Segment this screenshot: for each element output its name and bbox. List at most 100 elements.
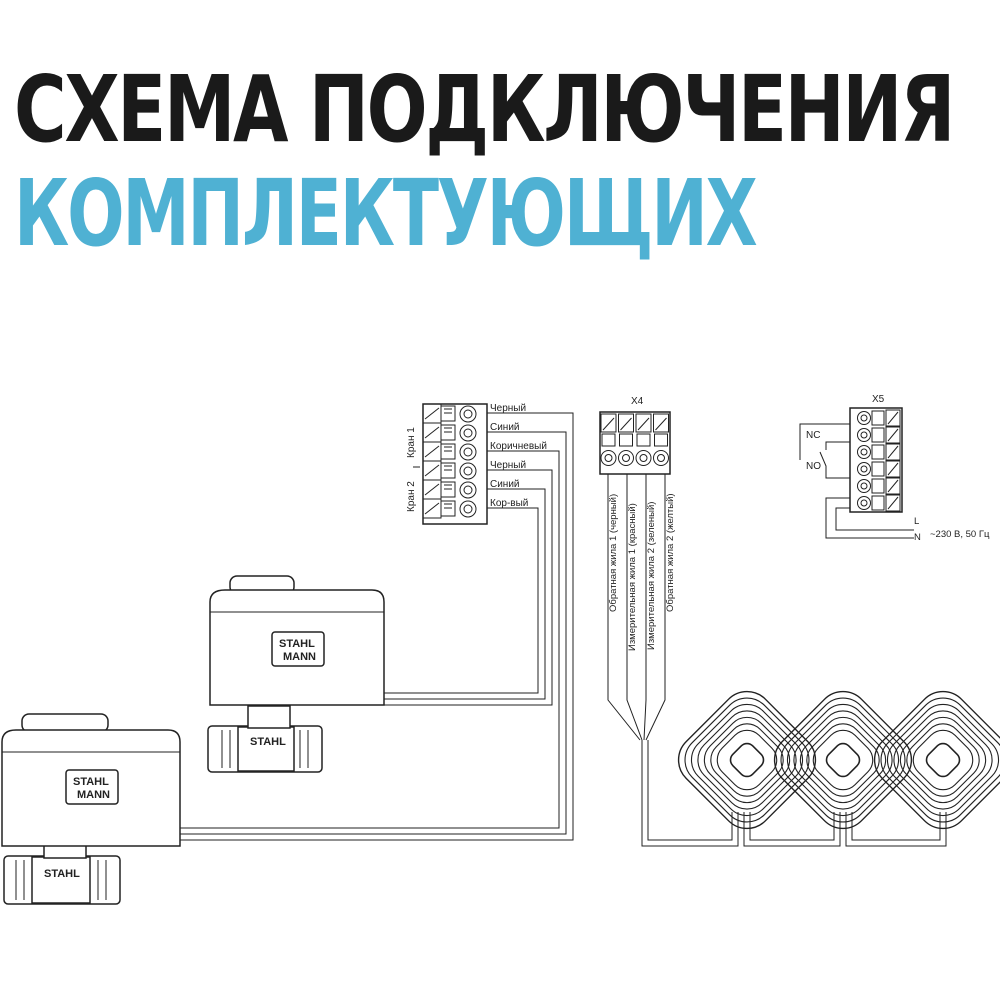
clamp <box>440 462 456 479</box>
sensor-ring <box>677 690 817 830</box>
no-label: NO <box>806 461 821 472</box>
wire-entry <box>857 479 871 493</box>
valve-1-group-label: Кран 1 <box>406 427 417 458</box>
sensor-ring <box>793 710 893 810</box>
valve-wire-labels: Черный Синий Коричневый Черный Синий Кор… <box>490 403 547 509</box>
terminal-block-icon <box>599 411 671 475</box>
brand-logo-icon <box>271 631 325 667</box>
wire-entry <box>635 450 652 466</box>
wire-entry-inner <box>463 428 473 438</box>
clamp <box>871 427 885 443</box>
sensor-ring <box>880 697 1000 823</box>
wire-entry <box>600 450 617 466</box>
ball-valve-2: STAHL STAHL MANN <box>207 575 385 773</box>
wire-entry-inner <box>622 454 630 462</box>
clamp <box>871 410 885 426</box>
wire-entry-inner <box>860 431 868 439</box>
wire-entry-inner <box>860 499 868 507</box>
water-leak-sensor-icon <box>677 690 817 830</box>
screw-slot <box>424 502 440 515</box>
sensor-ring <box>684 697 810 823</box>
x4-label: X4 <box>631 396 644 407</box>
terminal-cell <box>885 494 901 512</box>
nc-label: NC <box>806 430 820 441</box>
clamp <box>654 433 668 447</box>
valve-1-brand-line1: STAHL <box>73 776 109 788</box>
x4-wire-label-3: Измерительная жила 2 (зеленый) <box>646 502 657 650</box>
wire-entry-inner <box>463 447 473 457</box>
screw-slot <box>887 479 899 493</box>
screw-slot <box>424 407 440 420</box>
sensor-core <box>825 742 861 778</box>
wire-entry <box>618 450 634 466</box>
screw-slot <box>887 496 899 510</box>
terminal-cell <box>885 443 901 461</box>
terminal-cell <box>600 413 617 433</box>
screw-slot <box>424 445 440 458</box>
wire-entry <box>459 481 477 499</box>
screw-slot <box>887 445 899 459</box>
wire-entry <box>459 462 477 480</box>
screw-slot <box>887 428 899 442</box>
terminal-cell <box>885 477 901 495</box>
sensor-ring <box>786 703 900 817</box>
n-label: N <box>914 532 921 543</box>
sensor-ring <box>773 690 913 830</box>
terminal-cell <box>885 426 901 444</box>
valve-1-brand-line2: MANN <box>77 789 110 801</box>
sensor-core <box>729 742 765 778</box>
wire-label-4: Черный <box>490 460 526 471</box>
sensor-core <box>925 742 961 778</box>
clamp <box>440 500 456 517</box>
screw-slot <box>424 426 440 439</box>
sensor-ring <box>716 729 778 791</box>
terminal-cell <box>885 409 901 427</box>
wire-entry-inner <box>860 465 868 473</box>
water-leak-sensor-icon <box>873 690 1000 830</box>
sensor-ring <box>690 703 804 817</box>
wire-entry <box>653 450 669 466</box>
screw-slot <box>602 417 615 431</box>
wire-entry-inner <box>463 504 473 514</box>
wire-entry-inner <box>639 454 648 462</box>
screw-slot <box>424 464 440 477</box>
screw-slot <box>887 411 899 425</box>
clamp <box>871 461 885 477</box>
terminal-cell <box>653 413 669 433</box>
valve-1-body-logo: STAHL <box>44 868 80 880</box>
wire-entry-inner <box>657 454 665 462</box>
clamp <box>440 481 456 498</box>
wire-entry <box>857 411 871 425</box>
page-title-line-1: СХЕМА ПОДКЛЮЧЕНИЯ <box>14 56 955 163</box>
water-leak-sensor-icon <box>773 690 913 830</box>
wire-entry <box>459 443 477 461</box>
valve-2-brand-line2: MANN <box>283 651 316 663</box>
sensor-ring <box>703 716 791 804</box>
terminal-x4: X4 Обратная жила 1 (черный) Измерительна… <box>599 396 739 847</box>
wire-entry <box>459 424 477 442</box>
brand-logo-icon <box>65 769 119 805</box>
x4-wire-label-2: Измерительная жила 1 (красный) <box>627 503 638 651</box>
ball-valve-icon: STAHL STAHL MANN <box>207 575 385 773</box>
sensor-ring <box>806 723 880 797</box>
valve-cables <box>180 412 574 841</box>
leak-sensors <box>677 690 1000 847</box>
clamp <box>871 478 885 494</box>
x4-wire-label-1: Обратная жила 1 (черный) <box>608 494 619 612</box>
wire-label-5: Синий <box>490 479 520 490</box>
valve-terminal-block: Кран 1 Кран 2 <box>406 403 488 525</box>
wire-label-6: Кор-вый <box>490 498 528 509</box>
wire-label-1: Черный <box>490 403 526 414</box>
wire-label-2: Синий <box>490 422 520 433</box>
terminal-cell <box>618 413 634 433</box>
ball-valve-1: STAHL STAHL MANN <box>1 713 181 905</box>
clamp <box>440 405 456 422</box>
wire-entry-inner <box>860 414 868 422</box>
wire-entry <box>857 496 871 510</box>
sensor-ring <box>906 723 980 797</box>
sensor-ring <box>886 703 1000 817</box>
screw-slot <box>655 417 667 431</box>
valve-2-brand-line1: STAHL <box>279 638 315 650</box>
wire-entry-inner <box>860 482 868 490</box>
